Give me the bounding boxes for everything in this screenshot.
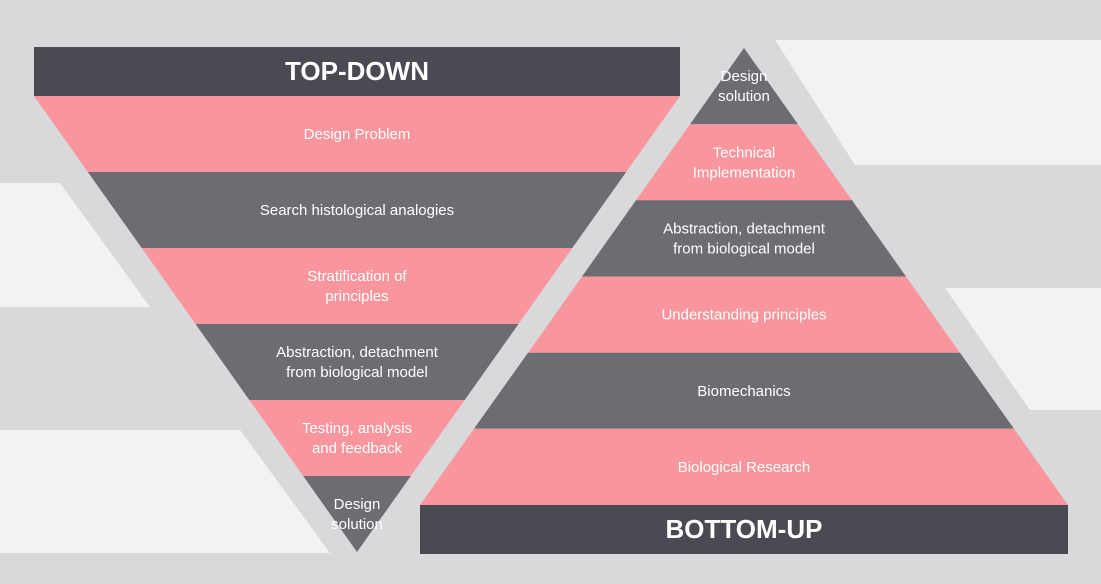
top-down-banner <box>34 47 680 96</box>
band-label-line: from biological model <box>286 364 428 381</box>
pyramid-band <box>249 400 465 476</box>
band-label-line: solution <box>718 88 770 105</box>
band-label-line: Biological Research <box>678 459 811 476</box>
pyramid-band <box>34 96 680 172</box>
pyramid-band <box>420 428 1068 505</box>
band-label: Abstraction, detachment from biological m… <box>276 344 439 381</box>
pyramid-band <box>195 324 519 400</box>
band-label-line: Search histological analogies <box>260 202 454 219</box>
band-label-line: Design <box>334 496 381 513</box>
band-label-line: principles <box>325 288 388 305</box>
band-label-line: solution <box>331 516 383 533</box>
band-label-line: from biological model <box>673 240 815 257</box>
band-label-line: Biomechanics <box>697 383 790 400</box>
band-label-line: Technical <box>713 144 776 161</box>
decor-shape-left-lower <box>0 430 330 553</box>
pyramid-band <box>87 172 627 248</box>
bottom-up-title: BOTTOM-UP <box>666 514 823 544</box>
background-decoration <box>0 40 1101 553</box>
decor-shape-left-upper <box>0 183 150 307</box>
band-label: Testing, analysis and feedback <box>302 420 412 457</box>
band-label-line: Understanding principles <box>661 307 826 324</box>
band-label-line: Abstraction, detachment <box>276 344 439 361</box>
band-label-line: and feedback <box>312 440 403 457</box>
band-label-line: Testing, analysis <box>302 420 412 437</box>
bottom-up-banner <box>420 505 1068 554</box>
band-label: Stratification of principles <box>307 268 407 305</box>
pyramid-band <box>582 200 906 277</box>
band-label-line: Abstraction, detachment <box>663 220 826 237</box>
band-label: Abstraction, detachment from biological m… <box>663 220 826 257</box>
band-label-line: Implementation <box>693 164 796 181</box>
band-label-line: Design <box>721 68 768 85</box>
band-label: Biological Research <box>678 459 811 476</box>
band-label: Design solution <box>718 68 770 105</box>
pyramid-band <box>303 476 411 552</box>
pyramid-band <box>690 48 798 125</box>
band-label: Design Problem <box>304 126 411 143</box>
top-down-title: TOP-DOWN <box>285 56 429 86</box>
pyramid-band <box>528 276 960 353</box>
decor-shape-top-right <box>775 40 1101 165</box>
band-label: Search histological analogies <box>260 202 454 219</box>
pyramid-band <box>636 124 852 201</box>
band-label-line: Design Problem <box>304 126 411 143</box>
band-label: Understanding principles <box>661 307 826 324</box>
pyramid-band <box>474 352 1014 429</box>
band-label: Design solution <box>331 496 383 533</box>
pyramid-band <box>141 248 573 324</box>
band-label-line: Stratification of <box>307 268 407 285</box>
band-label: Biomechanics <box>697 383 790 400</box>
decor-shape-mid-right <box>945 288 1101 410</box>
